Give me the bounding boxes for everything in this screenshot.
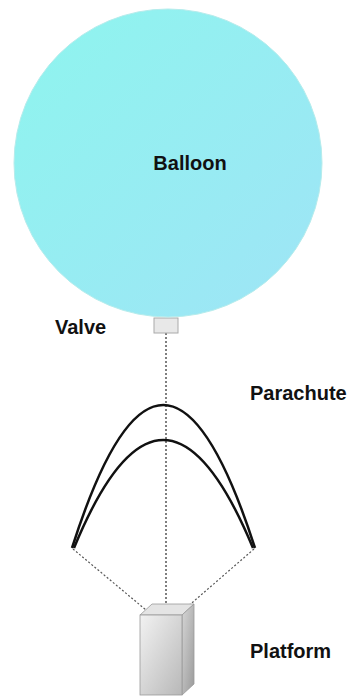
platform-front [140, 615, 182, 695]
tether-line [165, 333, 167, 605]
parachute-cord [186, 549, 254, 608]
platform-side [182, 604, 194, 695]
parachute-canopy-inner [74, 440, 253, 548]
part-name: Valve [55, 316, 106, 339]
part-name: Platform [250, 640, 331, 663]
parachute-canopy-outer [72, 405, 255, 548]
part-name: Parachute [250, 382, 347, 405]
balloon-circle-outline [14, 9, 322, 317]
parachute-cord [73, 549, 146, 610]
valve-box [154, 318, 178, 333]
balloon-circle: Balloon [13, 8, 323, 318]
node-label: Balloon [153, 152, 226, 175]
